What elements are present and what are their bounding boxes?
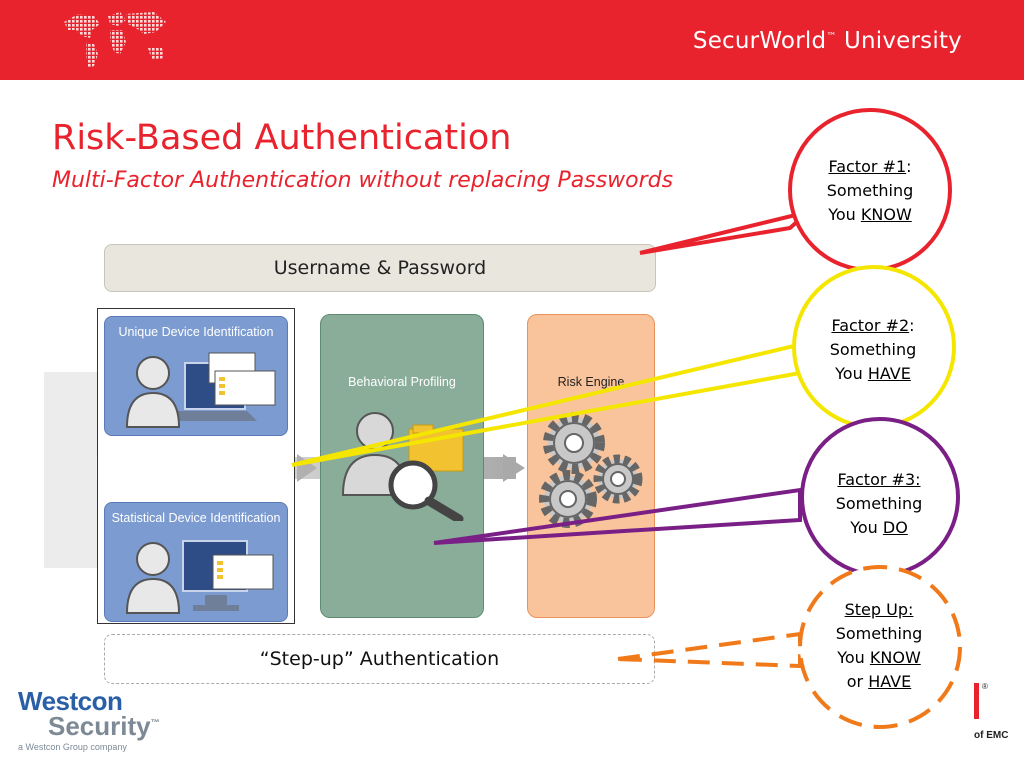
statistical-device-label: Statistical Device Identification — [111, 511, 281, 525]
westcon-security-logo: Westcon Security™ a Westcon Group compan… — [18, 686, 160, 752]
rsa-logo-mark — [974, 683, 979, 719]
username-password-bar: Username & Password — [104, 244, 656, 292]
slide-title: Risk-Based Authentication — [52, 118, 512, 158]
statistical-device-box: Statistical Device Identification — [104, 502, 288, 622]
factor1-pointer — [639, 210, 810, 255]
factor1-text: Factor #1: Something You KNOW — [826, 157, 914, 224]
brand-name: SecurWorld™ University — [692, 28, 962, 54]
westcon-wordmark: Westcon — [18, 686, 123, 716]
security-wordmark: Security™ — [48, 711, 160, 741]
gears-icon — [539, 412, 643, 528]
factor2-text: Factor #2: Something You HAVE — [829, 316, 917, 383]
device-identification-frame: Unique Device Identification Statistical… — [97, 308, 295, 624]
unique-device-box: Unique Device Identification — [104, 316, 288, 436]
factor2-pointer — [291, 342, 803, 467]
behavioral-profiling-box: Behavioral Profiling — [320, 314, 484, 618]
factor3-text: Factor #3: Something You DO — [835, 470, 923, 537]
stepup-pointer — [617, 631, 802, 669]
factor3-pointer — [433, 487, 802, 545]
risk-engine-label: Risk Engine — [557, 375, 625, 389]
user-desktop-icon — [125, 540, 274, 614]
user-laptop-icon — [125, 352, 276, 428]
unique-device-label: Unique Device Identification — [118, 325, 274, 339]
stepup-circle — [798, 565, 962, 729]
registered-mark: ® — [982, 682, 988, 691]
emc-logo-text: of EMC — [974, 730, 1009, 741]
stepup-text: Step Up: Something You KNOW or HAVE — [835, 600, 923, 691]
slide-subtitle: Multi-Factor Authentication without repl… — [52, 168, 674, 193]
westcon-tagline: a Westcon Group company — [18, 742, 127, 752]
world-map-logo — [64, 12, 166, 68]
background-letter-shape — [44, 372, 100, 568]
behavioral-profiling-label: Behavioral Profiling — [348, 375, 456, 389]
user-magnifier-icon — [341, 412, 464, 521]
header-banner: SecurWorld™ University — [0, 0, 1024, 80]
risk-engine-box: Risk Engine — [527, 314, 655, 618]
